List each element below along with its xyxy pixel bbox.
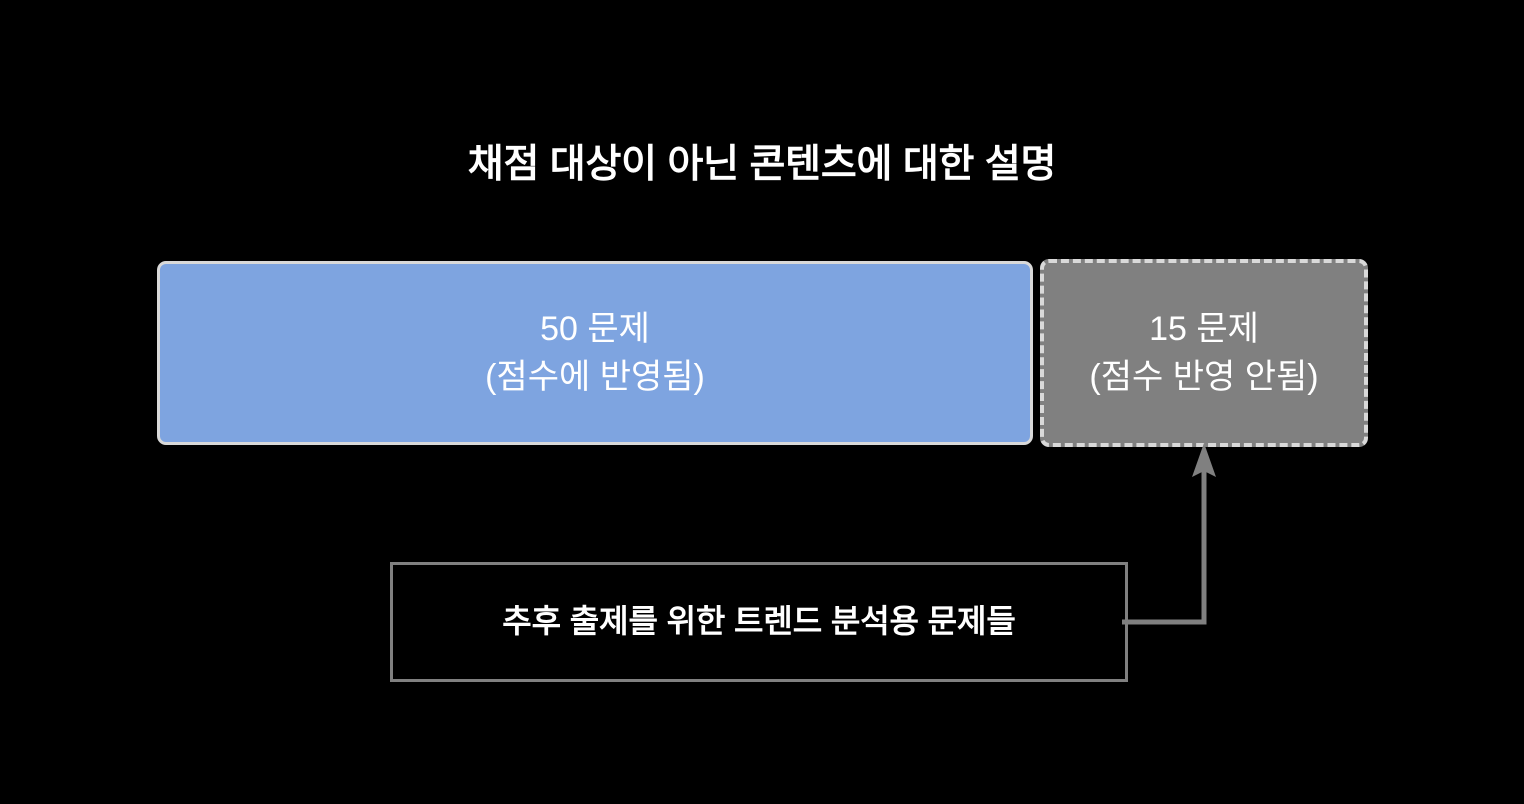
- scored-questions-label: 50 문제 (점수에 반영됨): [485, 309, 705, 396]
- unscored-questions-label: 15 문제 (점수 반영 안됨): [1089, 309, 1319, 396]
- trend-analysis-callout-label: 추후 출제를 위한 트렌드 분석용 문제들: [502, 603, 1016, 640]
- scored-questions-box: 50 문제 (점수에 반영됨): [157, 261, 1033, 445]
- diagram-title: 채점 대상이 아닌 콘텐츠에 대한 설명: [467, 143, 1057, 186]
- unscored-questions-box: 15 문제 (점수 반영 안됨): [1040, 259, 1368, 447]
- connector-arrowhead-icon: [1192, 443, 1216, 477]
- connector-elbow-line: [1122, 466, 1207, 625]
- trend-analysis-callout-box: 추후 출제를 위한 트렌드 분석용 문제들: [390, 562, 1128, 682]
